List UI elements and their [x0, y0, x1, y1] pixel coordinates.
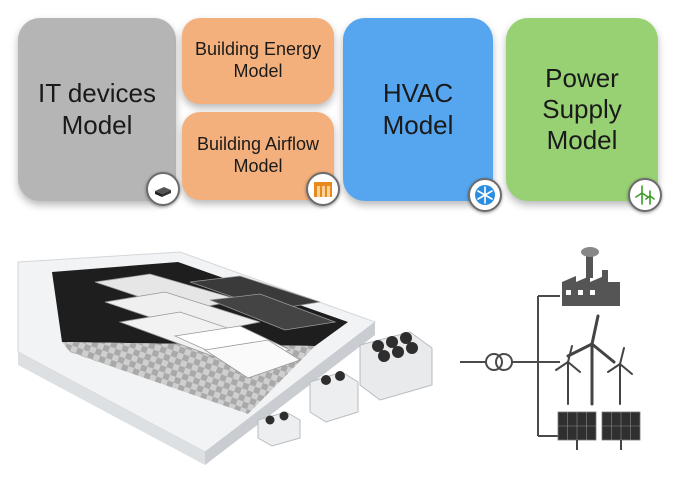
snowflake-icon: [468, 178, 502, 212]
power-grid: [460, 295, 560, 437]
building-energy-model-label: Building Energy Model: [194, 39, 322, 81]
hvac-model-card: HVAC Model: [343, 18, 493, 201]
building-energy-model-card: Building Energy Model: [182, 18, 334, 104]
building-icon: [306, 172, 340, 206]
factory-icon: [562, 247, 620, 306]
power-supply-model-label: Power Supply Model: [542, 62, 622, 156]
transformer-icon: [485, 353, 513, 371]
it-devices-model-label: IT devices Model: [37, 78, 156, 140]
server-icon: [146, 172, 180, 206]
it-devices-model-card: IT devices Model: [18, 18, 176, 201]
building-airflow-model-label: Building Airflow Model: [196, 134, 320, 176]
chiller-units: [257, 331, 433, 447]
solar-panels-icon: [557, 411, 641, 450]
hvac-model-label: HVAC Model: [382, 78, 454, 140]
wind-turbines-icon: [555, 314, 633, 406]
wind-turbine-icon: [628, 178, 662, 212]
server-racks: [94, 273, 337, 379]
power-supply-model-card: Power Supply Model: [506, 18, 658, 201]
